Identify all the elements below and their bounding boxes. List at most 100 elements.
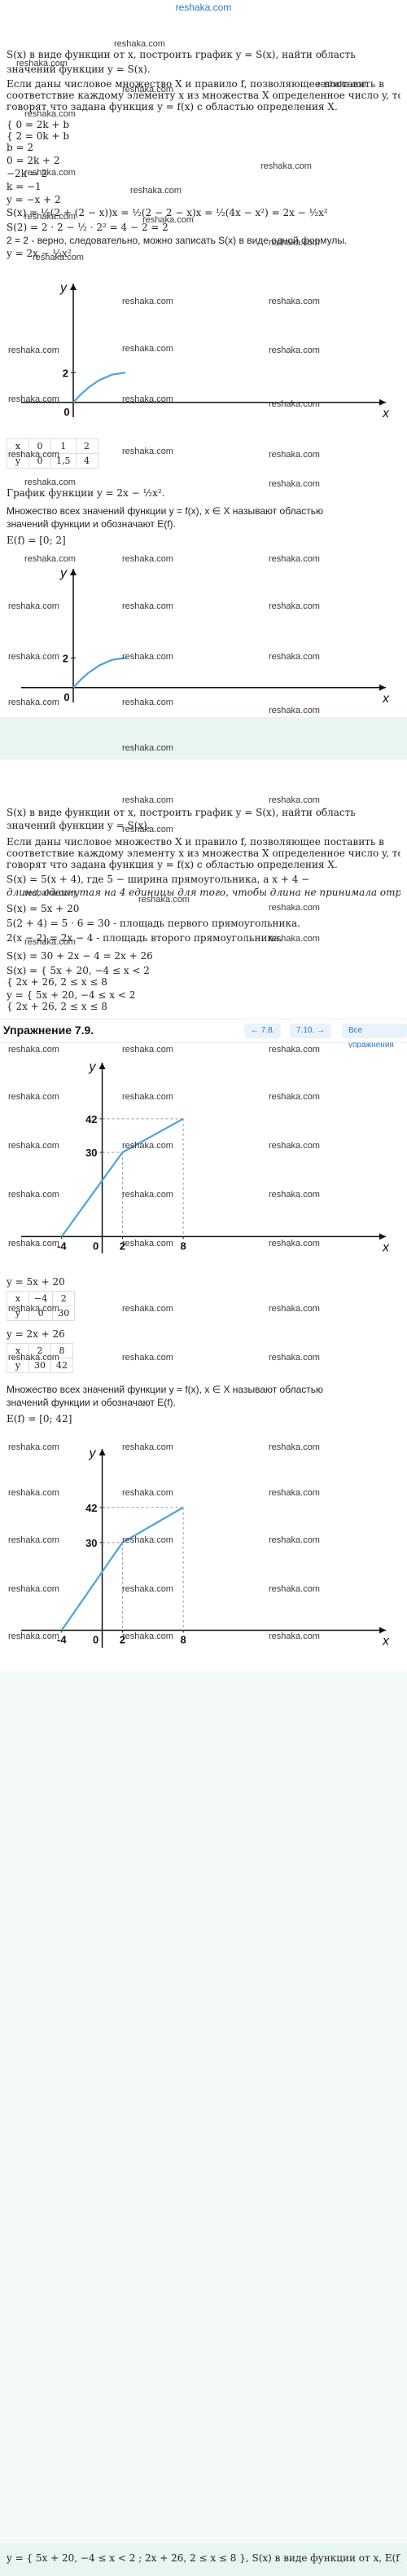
equation: { 2x + 26, 2 ≤ x ≤ 8 <box>7 1001 107 1012</box>
watermark-text: reshaka.com <box>130 186 182 196</box>
watermark-text: reshaka.com <box>122 1631 173 1641</box>
watermark-text: reshaka.com <box>269 1045 320 1055</box>
y-tick-label: 2 <box>63 367 68 379</box>
x-tick-label: -4 <box>57 1633 67 1645</box>
table-cell: y <box>7 1306 29 1321</box>
table-cell: 0 <box>28 453 51 469</box>
y-axis-arrow <box>98 1449 106 1455</box>
watermark-text: reshaka.com <box>8 1631 59 1641</box>
text-line: Если даны числовое множество X и правило… <box>7 78 384 90</box>
text-line: Множество всех значений функции y = f(x)… <box>7 505 323 517</box>
watermark-text: reshaka.com <box>269 1141 320 1151</box>
y-axis-arrow <box>70 284 77 290</box>
y-axis-label: y <box>59 566 68 580</box>
watermark-text: reshaka.com <box>269 1190 320 1200</box>
watermark-text: reshaka.com <box>8 1488 59 1498</box>
watermark-text: reshaka.com <box>269 399 320 409</box>
site-header[interactable]: reshaka.com <box>175 2 232 13</box>
watermark-text: reshaka.com <box>317 80 369 90</box>
equation: S(x) = ½(2 + (2 − x))x = ½(2 − 2 − x)x =… <box>7 207 328 218</box>
watermark-text: reshaka.com <box>122 1190 173 1200</box>
watermark-text: reshaka.com <box>269 903 320 913</box>
table-cell: 2 <box>75 438 98 454</box>
watermark-text: reshaka.com <box>24 109 76 119</box>
watermark-text: reshaka.com <box>8 1141 59 1151</box>
table-cell: 0 <box>28 1306 54 1321</box>
prev-exercise-button[interactable]: ← 7.8. <box>244 1024 282 1038</box>
watermark-text: reshaka.com <box>122 1092 173 1102</box>
y-axis-label: y <box>59 281 68 295</box>
watermark-text: reshaka.com <box>8 1045 59 1055</box>
text-line: 2 = 2 - верно, следовательно, можно запи… <box>7 235 348 246</box>
watermark-text: reshaka.com <box>269 297 320 306</box>
text-line: S(x) в виде функции от x, построить граф… <box>7 807 356 818</box>
watermark-text: reshaka.com <box>8 450 59 460</box>
all-exercises-button[interactable]: Все упражнения <box>342 1024 407 1050</box>
equation: { 2x + 26, 2 ≤ x ≤ 8 <box>7 976 107 988</box>
x-axis-arrow <box>379 1233 386 1240</box>
text-line: значений функции y = S(x). <box>7 820 151 831</box>
watermark-text: reshaka.com <box>122 297 173 306</box>
watermark-text: reshaka.com <box>8 1092 59 1102</box>
watermark-text: reshaka.com <box>269 795 320 805</box>
watermark-text: reshaka.com <box>8 601 59 611</box>
watermark-text: reshaka.com <box>269 346 320 355</box>
watermark-text: reshaka.com <box>142 215 194 225</box>
watermark-text: reshaka.com <box>122 825 173 834</box>
next-exercise-button[interactable]: 7.10. → <box>290 1024 332 1038</box>
watermark-text: reshaka.com <box>122 795 173 805</box>
watermark-text: reshaka.com <box>122 698 173 707</box>
y-axis-label: y <box>89 1447 97 1460</box>
watermark-text: reshaka.com <box>24 168 76 178</box>
text-line: S(x) = 5(x + 4), где 5 − ширина прямоуго… <box>7 874 310 885</box>
x-axis-label: x <box>382 1634 390 1648</box>
x-axis-label: x <box>382 407 390 421</box>
y-tick-label: 2 <box>63 652 68 664</box>
x-axis-arrow <box>379 1627 386 1634</box>
watermark-text: reshaka.com <box>269 706 320 716</box>
x-tick-label: 2 <box>120 1633 125 1645</box>
series-line <box>60 1117 184 1237</box>
text-line: соответствие каждому элементу x из множе… <box>7 90 400 101</box>
text-line: S(x) в виде функции от x, построить граф… <box>7 49 356 60</box>
text-line: График функции y = 2x − ½x². <box>7 487 165 499</box>
text-line: значений функции y = S(x). <box>7 64 151 75</box>
watermark-text: reshaka.com <box>269 1535 320 1545</box>
watermark-text: reshaka.com <box>122 1141 173 1151</box>
watermark-text: reshaka.com <box>260 161 312 171</box>
watermark-text: reshaka.com <box>269 1442 320 1452</box>
watermark-text: reshaka.com <box>269 1353 320 1363</box>
watermark-text: reshaka.com <box>122 1442 173 1452</box>
watermark-text: reshaka.com <box>24 478 76 487</box>
y-axis-arrow <box>98 1063 106 1069</box>
table-cell: 30 <box>52 1306 76 1321</box>
watermark-text: reshaka.com <box>122 601 173 611</box>
y-tick-label: 30 <box>85 1537 97 1549</box>
text-line: Если даны числовое множество X и правило… <box>7 836 384 848</box>
equation: −2k = 2 <box>7 168 48 179</box>
watermark-text: reshaka.com <box>122 1488 173 1498</box>
equation: y = { 5x + 20, −4 ≤ x < 2 <box>7 989 136 1001</box>
y-tick-label: 30 <box>85 1147 97 1159</box>
watermark-text: reshaka.com <box>8 1535 59 1545</box>
equation: k = −1 <box>7 181 42 192</box>
watermark-text: reshaka.com <box>122 743 173 753</box>
equation: y = −x + 2 <box>7 194 61 205</box>
watermark-text: reshaka.com <box>138 895 190 905</box>
watermark-text: reshaka.com <box>122 344 173 354</box>
equation: S(2) = 2 · 2 − ½ · 2² = 4 − 2 = 2 <box>7 222 168 233</box>
text-line: E(f) = [0; 42] <box>7 1413 72 1425</box>
equation: y = 2x + 26 <box>7 1328 65 1340</box>
x-axis-label: x <box>382 692 390 706</box>
equation: { 2 = 0k + b <box>7 130 70 142</box>
